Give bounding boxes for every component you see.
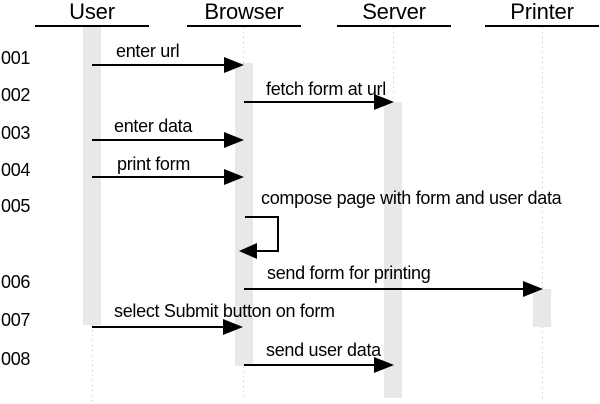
- message-label-007: select Submit button on form: [114, 301, 335, 321]
- seq-number-007: 007: [1, 310, 31, 330]
- arrowhead-right-icon: [224, 132, 244, 148]
- message-label-006: send form for printing: [267, 263, 431, 283]
- lifeline-server-top: [393, 27, 394, 102]
- arrowhead-left-icon: [239, 243, 257, 259]
- arrowhead-right-icon: [224, 57, 244, 73]
- message-label-003: enter data: [114, 116, 193, 136]
- lifeline-user: [92, 325, 93, 401]
- message-label-008: send user data: [266, 340, 381, 360]
- arrowhead-right-icon: [523, 281, 543, 297]
- lifeline-browser-top: [243, 27, 244, 64]
- self-loop-bottom-line: [255, 250, 279, 252]
- message-line-003: [92, 139, 224, 141]
- activation-printer: [533, 289, 551, 327]
- self-loop-right-line: [277, 216, 279, 252]
- message-line-006: [244, 288, 523, 290]
- message-label-001: enter url: [116, 41, 180, 61]
- actor-label-browser: Browser: [204, 0, 284, 24]
- arrowhead-right-icon: [374, 357, 394, 373]
- lifeline-printer-bottom: [542, 327, 543, 401]
- message-line-001: [92, 64, 224, 66]
- actor-label-user: User: [69, 0, 115, 24]
- arrowhead-right-icon: [224, 169, 244, 185]
- message-line-004: [92, 176, 224, 178]
- message-line-008: [244, 364, 374, 366]
- actor-label-server: Server: [362, 0, 426, 24]
- lifeline-printer-top: [542, 27, 543, 289]
- arrowhead-right-icon: [223, 319, 243, 335]
- message-label-005: compose page with form and user data: [261, 188, 562, 208]
- self-loop-top-line: [245, 216, 279, 218]
- actor-underline-server: [337, 25, 451, 27]
- seq-number-002: 002: [1, 85, 31, 105]
- seq-number-008: 008: [1, 349, 31, 369]
- actor-underline-printer: [485, 25, 599, 27]
- message-line-007: [92, 326, 223, 328]
- activation-server: [384, 102, 402, 398]
- arrowhead-right-icon: [374, 94, 394, 110]
- actor-underline-user: [35, 25, 149, 27]
- message-label-004: print form: [117, 154, 191, 174]
- seq-number-004: 004: [1, 160, 31, 180]
- message-line-002: [244, 101, 374, 103]
- seq-number-001: 001: [1, 48, 31, 68]
- actor-label-printer: Printer: [510, 0, 574, 24]
- lifeline-browser-bottom: [243, 366, 244, 401]
- seq-number-003: 003: [1, 123, 31, 143]
- seq-number-005: 005: [1, 196, 31, 216]
- actor-underline-browser: [187, 25, 301, 27]
- message-label-002: fetch form at url: [266, 79, 386, 99]
- seq-number-006: 006: [1, 272, 31, 292]
